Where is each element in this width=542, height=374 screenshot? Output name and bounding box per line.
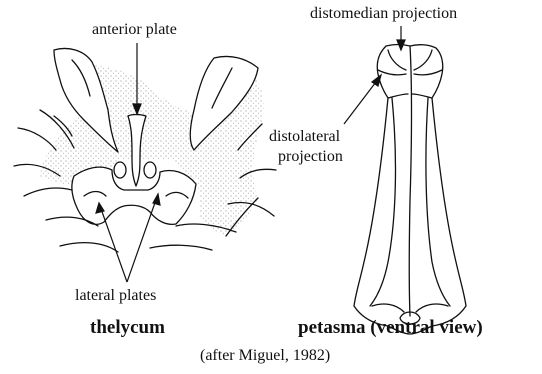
heading-petasma: petasma (ventral view) [298, 318, 483, 337]
heading-thelycum: thelycum [90, 318, 165, 337]
label-distomedian-projection: distomedian projection [310, 6, 457, 22]
label-anterior-plate: anterior plate [92, 22, 177, 38]
figure-caption: (after Miguel, 1982) [200, 348, 330, 364]
thelycum-drawing [14, 49, 276, 253]
label-distolateral-line2: projection [278, 149, 343, 165]
thelycum-right-opening [144, 162, 156, 178]
thelycum-left-opening [114, 162, 126, 178]
label-distolateral-line1: distolateral [269, 129, 340, 145]
label-lateral-plates: lateral plates [75, 288, 156, 304]
